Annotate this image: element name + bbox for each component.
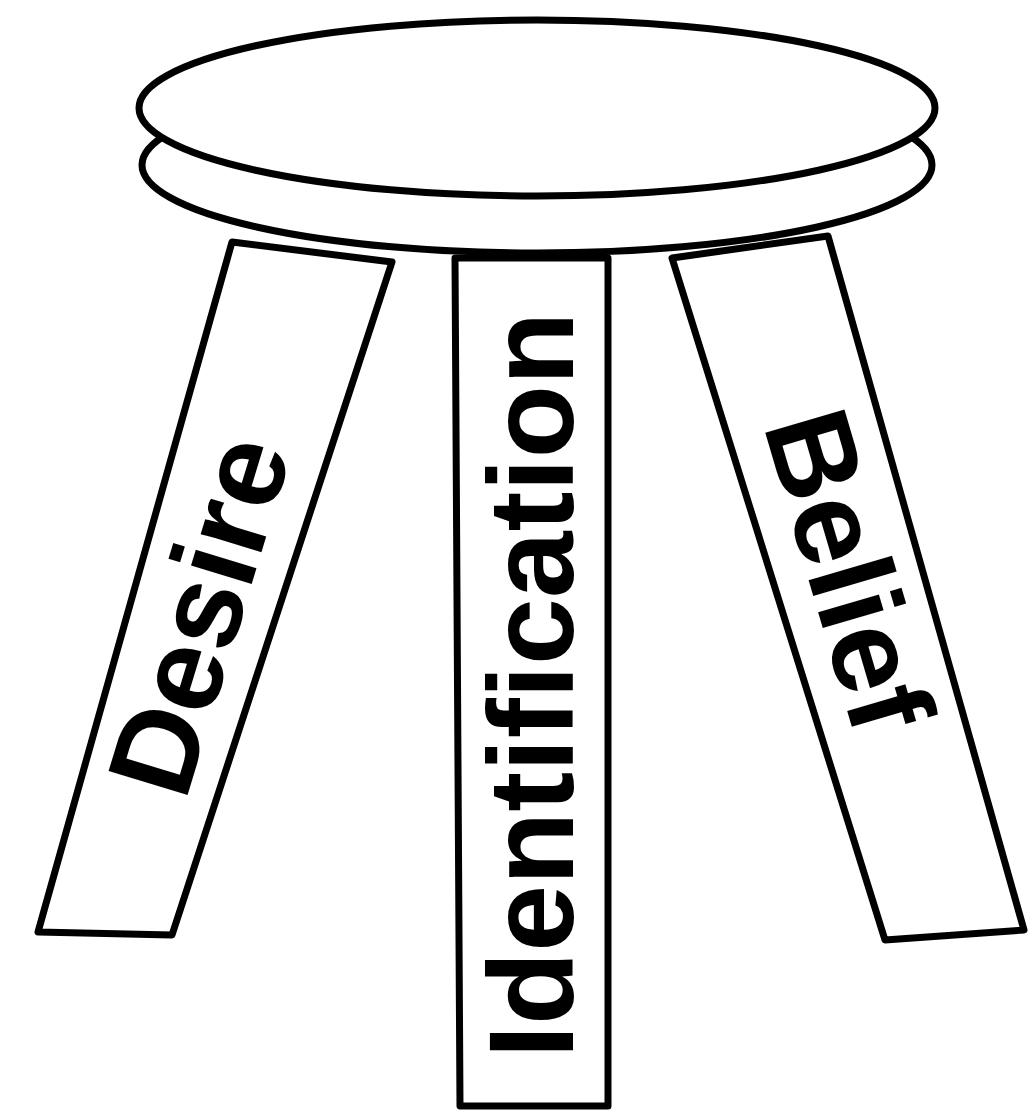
leg-label: Identification [471, 312, 591, 1059]
stool-leg-label: Identification [471, 310, 591, 1061]
stool-leg [672, 236, 1024, 940]
seat-top [139, 20, 935, 196]
stool-leg [455, 258, 608, 1106]
stool-leg [38, 242, 392, 935]
